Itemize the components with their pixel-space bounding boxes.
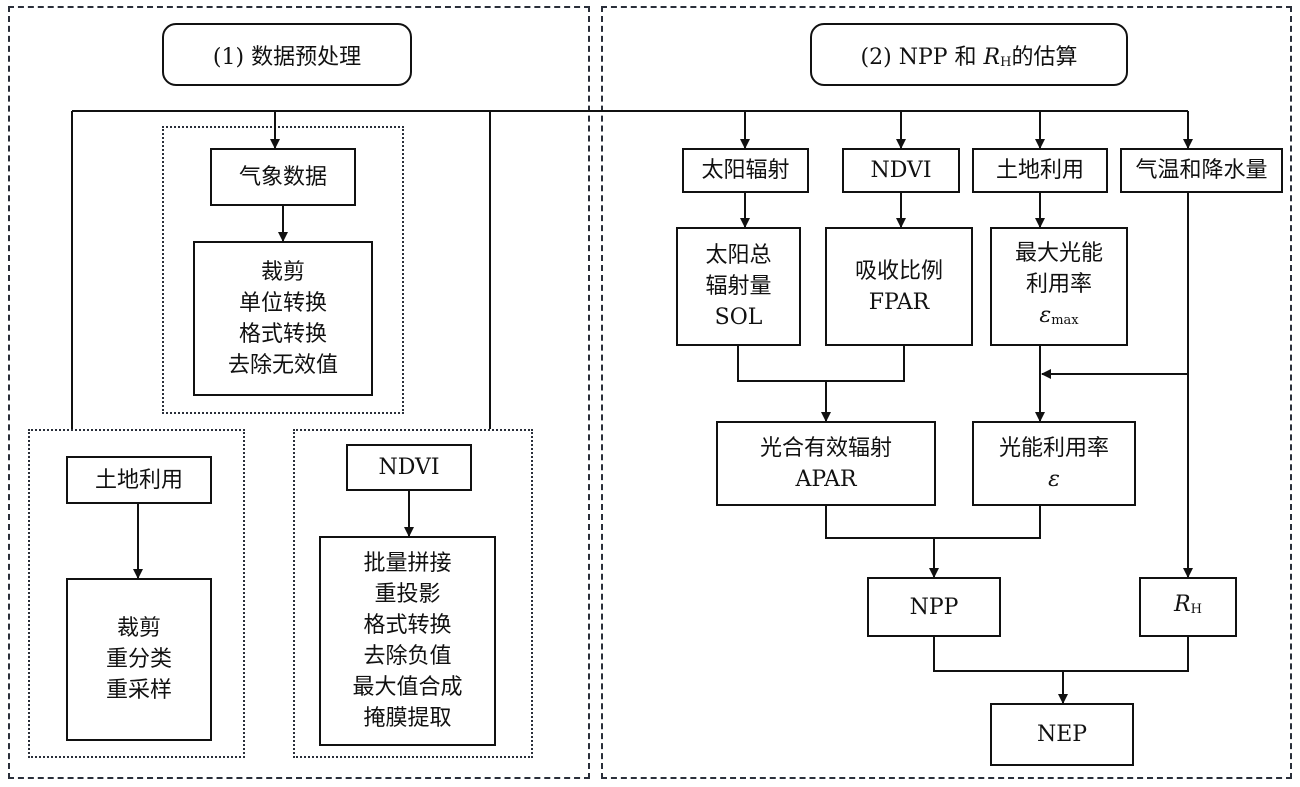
sol-line: 辐射量 [705,274,772,299]
estimation-title: (2) NPP 和 RH的估算 [810,23,1128,86]
fpar-box: 吸收比例 FPAR [825,227,973,346]
emax-symbol: εmax [1039,300,1078,336]
eps-symbol: ε [1048,466,1060,492]
emax-box: 最大光能 利用率 εmax [990,227,1128,346]
emax-line2: 利用率 [1025,271,1092,297]
emax-symbol-var: ε [1039,302,1052,328]
step-item: 裁剪 [116,616,161,641]
input-label: 气温和降水量 [1135,158,1268,183]
sol-line: 太阳总 [705,243,772,268]
input-label: 太阳辐射 [701,158,790,183]
meteorological-data-box: 气象数据 [210,148,356,206]
step-item: 格式转换 [238,321,327,347]
estimation-title-suffix: 的估算 [1011,44,1078,70]
emax-symbol-sub: max [1051,312,1079,328]
step-item: 重分类 [105,647,172,672]
rh-label: RH [1174,589,1202,625]
npp-box: NPP [867,577,1001,637]
step-item: 去除无效值 [227,352,338,378]
estimation-title-text: (2) NPP 和 RH的估算 [861,39,1078,71]
input-label: NDVI [870,158,932,183]
input-label: 土地利用 [995,158,1084,183]
ndvi-data-label: NDVI [378,455,440,480]
meteorological-steps-box: 裁剪 单位转换 格式转换 去除无效值 [193,241,373,396]
landuse-steps-box: 裁剪 重分类 重采样 [66,578,212,741]
input-landuse: 土地利用 [972,148,1108,193]
estimation-title-prefix: (2) NPP 和 [860,44,984,70]
ndvi-steps-box: 批量拼接 重投影 格式转换 去除负值 最大值合成 掩膜提取 [319,536,496,746]
meteorological-data-label: 气象数据 [238,164,327,190]
fpar-line: FPAR [868,289,930,315]
input-ndvi: NDVI [842,148,960,193]
step-item: 重投影 [374,582,441,607]
step-item: 掩膜提取 [363,706,452,731]
estimation-title-var: R [983,44,1001,70]
estimation-title-sub: H [1000,54,1012,70]
panel-preprocessing [8,6,590,779]
emax-line1: 最大光能 [1014,240,1103,266]
apar-line: APAR [795,466,857,492]
landuse-data-box: 土地利用 [66,456,212,504]
eps-box: 光能利用率 ε [972,421,1136,506]
preprocessing-title: (1) 数据预处理 [162,23,412,86]
preprocessing-title-text: (1) 数据预处理 [212,44,362,70]
step-item: 去除负值 [363,644,452,669]
sol-box: 太阳总 辐射量 SOL [676,227,801,346]
apar-line: 光合有效辐射 [759,435,892,461]
eps-line1: 光能利用率 [998,435,1109,461]
group-ndvi [293,429,533,758]
rh-sub: H [1190,602,1202,617]
landuse-data-label: 土地利用 [94,467,183,493]
step-item: 重采样 [105,678,172,703]
npp-label: NPP [909,594,959,620]
input-solar-radiation: 太阳辐射 [682,148,809,193]
rh-box: RH [1139,577,1237,637]
sol-line: SOL [714,305,763,330]
apar-box: 光合有效辐射 APAR [716,421,936,506]
step-item: 单位转换 [238,290,327,316]
step-item: 裁剪 [260,259,305,285]
rh-var: R [1174,592,1191,617]
nep-label: NEP [1036,722,1088,747]
group-landuse [28,429,245,758]
step-item: 最大值合成 [352,675,463,700]
input-temperature-precipitation: 气温和降水量 [1120,148,1283,193]
ndvi-data-box: NDVI [346,444,472,491]
step-item: 格式转换 [363,613,452,638]
group-meteorological [162,126,404,414]
step-item: 批量拼接 [363,551,452,576]
panel-estimation [601,6,1292,779]
nep-box: NEP [990,703,1134,766]
fpar-line: 吸收比例 [854,258,943,284]
